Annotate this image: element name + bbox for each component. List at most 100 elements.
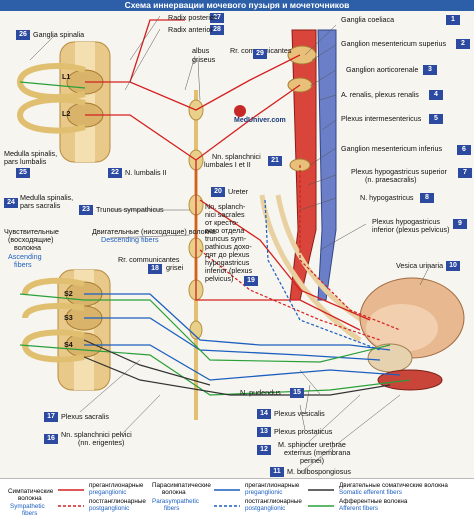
label-a-renalis: A. renalis, plexus renalis [341, 90, 419, 99]
label-nn-splanch-pelvici-2: (nn. erigentes) [78, 438, 125, 447]
label-radix-posterior: Radix posterior [168, 13, 217, 22]
legend-symp-ru-1: Симпатические [8, 488, 54, 495]
legend-somatic-ru: Двигательные соматические волокна [339, 482, 448, 489]
legend-para-swatches [214, 489, 240, 507]
label-rr-com-grisei-2: grisei [166, 263, 184, 272]
label-medulla-sacralis-2: pars sacralis [20, 201, 61, 210]
label-s2: S2 [64, 289, 73, 298]
label-ascending-1: Ascending [8, 252, 42, 261]
label-medulla-lumbalis-2: pars lumbalis [4, 157, 47, 166]
badge-16: 16 [44, 434, 58, 444]
label-m-bulbospongiosus: M. bulbospongiosus [287, 467, 351, 476]
label-plexus-hypo-sup-1: Plexus hypogastricus superior [351, 167, 447, 176]
badge-19: 19 [244, 276, 258, 286]
label-ganglion-mes-sup: Ganglion mesentericum superius [341, 39, 447, 48]
legend-para-en-1: Parasympathetic [152, 498, 199, 505]
label-nn-splanch-lumb-2: lumbales I et II [204, 160, 251, 169]
label-ascending-2: fibers [14, 260, 32, 269]
badge-26: 26 [16, 30, 30, 40]
label-sensory-ru-2: (восходящие) [8, 235, 54, 244]
legend-post-en: postganglionic [89, 505, 130, 512]
label-l1: L1 [62, 72, 71, 81]
badge-25: 25 [16, 168, 30, 178]
label-griseus: griseus [192, 55, 216, 64]
label-plexus-sacralis: Plexus sacralis [61, 412, 109, 421]
anatomy-illustration [17, 15, 465, 474]
diagram-title: Схема иннервации мочевого пузыря и мочет… [0, 0, 474, 11]
legend-somatic-swatches [308, 489, 334, 507]
legend-somatic-en: Somatic efferent fibers [339, 489, 402, 496]
label-plexus-vesicalis: Plexus vesicalis [274, 409, 325, 418]
nn-splanch-sacr-line: nici sacrales [205, 210, 245, 219]
label-motor-ru: Двигательные (нисходящие) волокна [92, 227, 216, 236]
label-ureter: Ureter [228, 187, 248, 196]
legend-post-ru: постганглионарные [89, 498, 146, 505]
label-nn-splanch-lumb-1: Nn. splanchnici [212, 152, 261, 161]
badge-24: 24 [4, 198, 18, 208]
label-n-hypogastricus: N. hypogastricus [360, 193, 414, 202]
nn-splanch-sacr-line: hypogastricus [205, 258, 250, 267]
label-albus: albus [192, 46, 210, 55]
legend: Симпатические волокна Sympathetic fibers… [0, 478, 474, 517]
label-medulla-lumbalis-1: Medulla spinalis, [4, 149, 58, 158]
logo-text: MedUniver.com [234, 117, 286, 124]
legend-para-post-ru: постганглионарные [245, 498, 302, 505]
legend-para-en-2: fibers [164, 505, 180, 512]
nn-splanch-sacr-line: дят до plexus [205, 250, 250, 259]
badge-5: 5 [429, 114, 443, 124]
badge-7: 7 [458, 168, 472, 178]
badge-1: 1 [446, 15, 460, 25]
badge-11: 11 [270, 467, 284, 477]
legend-para-ru-1: Парасимпатические [152, 482, 211, 489]
label-plexus-hypo-inf-1: Plexus hypogastricus [372, 217, 440, 226]
label-s3: S3 [64, 313, 73, 322]
somatic-fibers [83, 339, 391, 396]
label-ganglion-aorticorenale: Ganglion aorticorenale [346, 65, 419, 74]
badge-27: 27 [210, 13, 224, 23]
label-truncus-sympathicus: Truncus sympathicus [96, 205, 164, 214]
legend-para-pre-en: preganglionic [245, 489, 283, 496]
label-m-sphincter-2: externus (membrana [284, 448, 351, 457]
badge-23: 23 [79, 205, 93, 215]
nn-splanch-sacr-line: pelvicus) [205, 274, 234, 283]
nn-splanch-sacr-line: pathicus дохо- [205, 242, 252, 251]
label-vesica-urinaria: Vesica urinaria [396, 261, 444, 270]
sympathetic-fibers [85, 19, 371, 331]
parasympathetic-post-fibers [264, 199, 381, 351]
badge-18: 18 [148, 264, 162, 274]
label-ganglia-coeliaca: Ganglia coeliaca [341, 15, 395, 24]
legend-pre-en: preganglionic [89, 489, 127, 496]
badge-6: 6 [457, 145, 471, 155]
nn-splanch-sacr-line: вого отдела [205, 226, 245, 235]
badge-13: 13 [257, 427, 271, 437]
badge-4: 4 [429, 90, 443, 100]
badge-12: 12 [257, 445, 271, 455]
badge-17: 17 [44, 412, 58, 422]
badge-28: 28 [210, 25, 224, 35]
label-ganglia-spinalia: Ganglia spinalia [33, 30, 85, 39]
aorta [287, 29, 337, 301]
badge-22: 22 [108, 168, 122, 178]
label-plexus-hypo-sup-2: (n. praesacralis) [365, 175, 417, 184]
label-n-lumbalis: N. lumbalis II [125, 168, 167, 177]
nerve-roots [17, 63, 86, 363]
legend-aff-ru: Афферентные волокна [339, 498, 408, 505]
leader-lines [29, 15, 431, 474]
bladder [359, 277, 465, 391]
nn-splanch-sacr-line: от кресто- [205, 218, 239, 227]
label-plexus-intermes: Plexus intermesentericus [341, 114, 422, 123]
label-ganglion-mes-inf: Ganglion mesentericum inferius [341, 144, 443, 153]
badge-8: 8 [420, 193, 434, 203]
legend-para-pre-ru: преганглионарные [245, 482, 300, 489]
legend-symp-en-1: Sympathetic [10, 503, 45, 510]
afferent-fibers [19, 81, 411, 396]
badge-3: 3 [423, 65, 437, 75]
label-n-pudendus: N. pudendus [240, 388, 281, 397]
label-radix-anterior: Radix anterior [168, 25, 213, 34]
label-m-sphincter-1: M. sphincter urethrae [278, 440, 346, 449]
label-s4: S4 [64, 340, 73, 349]
legend-aff-en: Afferent fibers [339, 505, 379, 512]
sympathetic-post-fibers [199, 165, 401, 341]
label-m-sphincter-3: perinei) [300, 456, 324, 465]
